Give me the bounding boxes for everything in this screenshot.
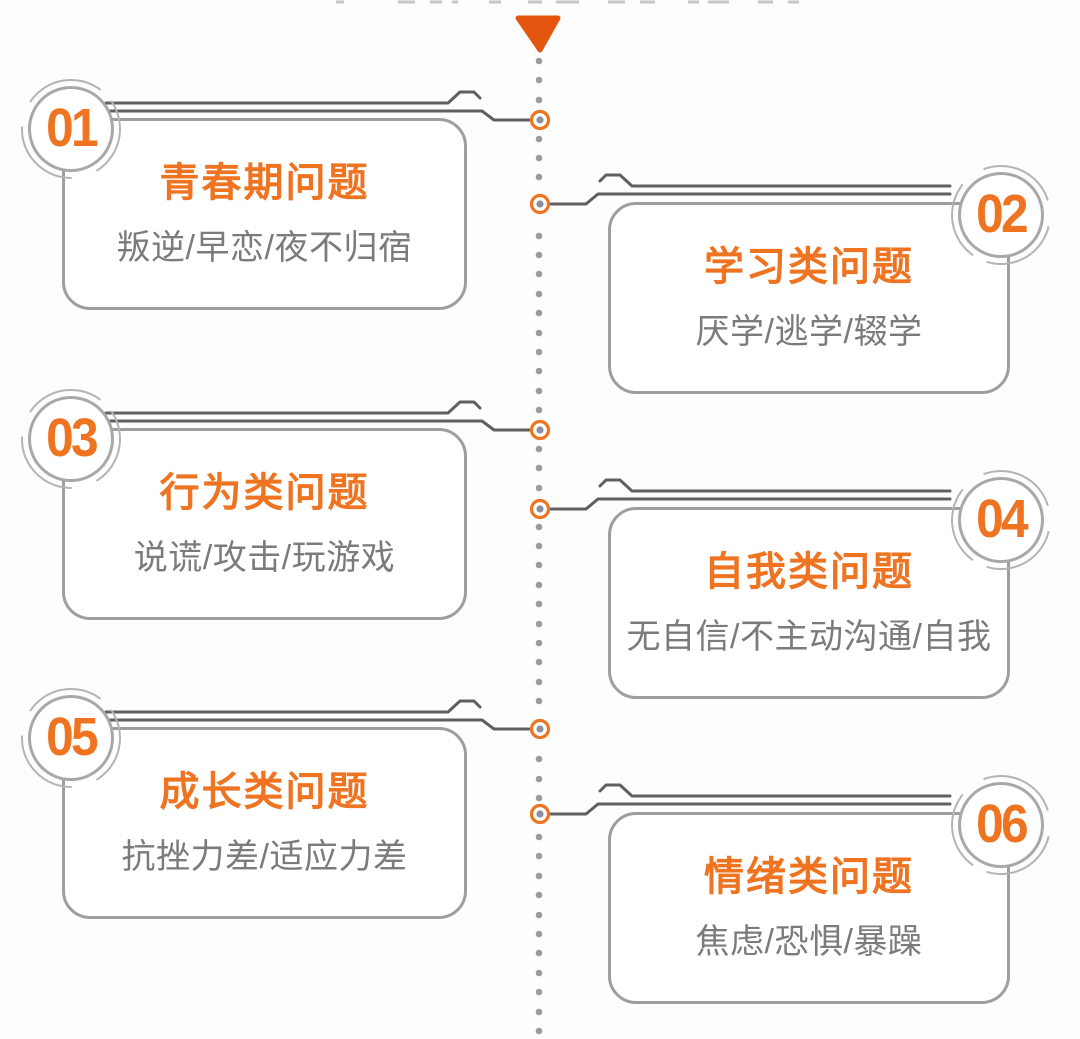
connector-nodes — [529, 109, 551, 825]
problem-card-02: 02 学习类问题 厌学/逃学/辍学 — [608, 165, 1051, 394]
card-title: 行为类问题 — [159, 471, 370, 515]
timeline-arrow-icon — [515, 15, 561, 53]
card-subtitle: 叛逆/早恋/夜不归宿 — [116, 229, 413, 267]
connector-node-icon — [529, 109, 551, 131]
card-subtitle: 抗挫力差/适应力差 — [121, 838, 408, 876]
step-number: 06 — [976, 793, 1029, 854]
connector-node-icon — [529, 419, 551, 441]
step-number: 03 — [46, 407, 99, 468]
step-number-badge: 04 — [951, 470, 1051, 570]
card-subtitle: 厌学/逃学/辍学 — [695, 313, 923, 351]
step-number-badge: 06 — [951, 775, 1051, 875]
problem-card-05: 05 成长类问题 抗挫力差/适应力差 — [21, 688, 467, 919]
card-title: 学习类问题 — [704, 245, 914, 289]
card-title: 情绪类问题 — [704, 855, 914, 899]
connector-node-icon — [529, 498, 551, 520]
connector-node-icon — [529, 718, 551, 740]
step-number: 02 — [976, 183, 1029, 244]
timeline-dotted-line — [535, 57, 543, 1035]
badge-dashed-ring-icon — [951, 775, 1051, 875]
card-title: 青春期问题 — [159, 161, 370, 205]
problem-card-03: 03 行为类问题 说谎/攻击/玩游戏 — [21, 389, 467, 620]
step-number-badge: 05 — [21, 688, 121, 788]
badge-dashed-ring-icon — [951, 165, 1051, 265]
card-subtitle: 说谎/攻击/玩游戏 — [133, 539, 396, 577]
step-number-badge: 03 — [21, 389, 121, 489]
step-number: 01 — [46, 97, 99, 158]
connector-node-icon — [529, 803, 551, 825]
badge-dashed-ring-icon — [21, 688, 121, 788]
problem-card-06: 06 情绪类问题 焦虑/恐惧/暴躁 — [608, 775, 1051, 1004]
step-number: 04 — [976, 488, 1029, 549]
card-subtitle: 无自信/不主动沟通/自我 — [626, 618, 992, 656]
card-title: 成长类问题 — [159, 770, 370, 814]
connector-node-icon — [529, 193, 551, 215]
badge-dashed-ring-icon — [21, 389, 121, 489]
card-subtitle: 焦虑/恐惧/暴躁 — [695, 923, 923, 961]
card-title: 自我类问题 — [704, 550, 914, 594]
step-number-badge: 01 — [21, 79, 121, 179]
step-number: 05 — [46, 706, 99, 767]
problem-card-01: 01 青春期问题 叛逆/早恋/夜不归宿 — [21, 79, 467, 310]
step-number-badge: 02 — [951, 165, 1051, 265]
problem-card-04: 04 自我类问题 无自信/不主动沟通/自我 — [608, 470, 1051, 699]
badge-dashed-ring-icon — [951, 470, 1051, 570]
badge-dashed-ring-icon — [21, 79, 121, 179]
